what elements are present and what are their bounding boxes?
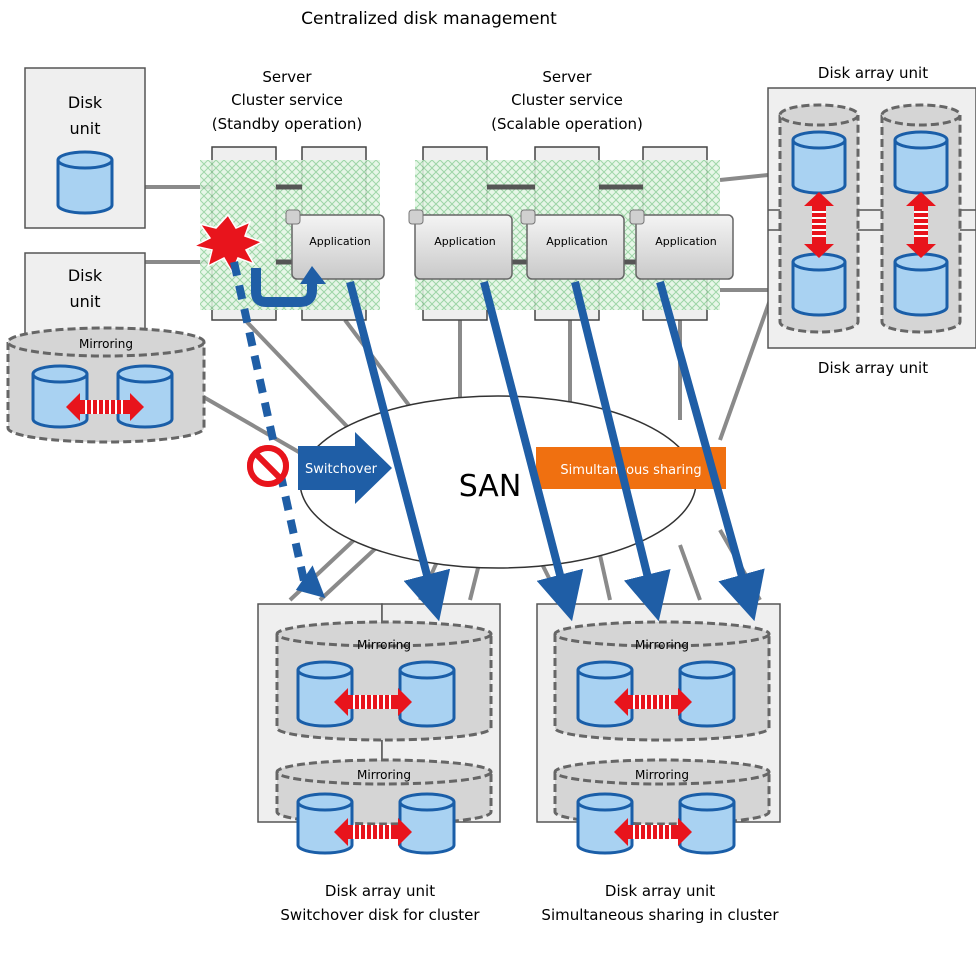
mirroring-label: Mirroring <box>635 638 689 652</box>
disk-unit-label-line2: unit <box>70 119 101 138</box>
application-box-standby: Application <box>285 209 385 280</box>
mirroring-group: Mirroring <box>6 326 206 444</box>
application-label: Application <box>309 235 370 248</box>
mirroring-group-vertical <box>778 103 860 334</box>
mirror-arrow-icon <box>334 688 412 716</box>
disk-cylinder-icon <box>678 660 736 728</box>
disk-cylinder-icon <box>576 660 634 728</box>
disk-unit2-label-line2: unit <box>70 292 101 311</box>
access-arrows <box>346 280 765 622</box>
switchover-label: Switchover <box>305 462 378 477</box>
mirroring-label: Mirroring <box>357 768 411 782</box>
disk-unit-label-line1: Disk <box>68 93 103 112</box>
simultaneous-sharing-badge: Simultaneous sharing <box>536 447 726 489</box>
application-label: Application <box>434 235 495 248</box>
disk-unit2-label-line1: Disk <box>68 266 103 285</box>
caption-switchover: Disk array unit Switchover disk for clus… <box>280 882 480 924</box>
server-standby-line1: Server <box>262 68 312 86</box>
mirroring-group-vertical <box>880 103 962 334</box>
mirror-arrow-icon <box>614 818 692 846</box>
diagram-title: Centralized disk management <box>301 9 557 29</box>
mirror-arrow-icon <box>334 818 412 846</box>
server-scalable-line3: (Scalable operation) <box>491 115 643 133</box>
mirroring-label: Mirroring <box>357 638 411 652</box>
application-label: Application <box>546 235 607 248</box>
server-standby-line2: Cluster service <box>231 91 343 109</box>
disk-array-unit-switchover: Mirroring Mirroring <box>257 603 501 855</box>
disk-cylinder-icon <box>398 660 456 728</box>
mirroring-group: Mirroring <box>275 758 493 855</box>
no-entry-icon-front <box>247 445 289 487</box>
disk-unit-top: Disk unit <box>24 67 146 229</box>
disk-cylinder-icon <box>296 792 354 855</box>
disk-cylinder-icon <box>398 792 456 855</box>
caption-sharing-line1: Disk array unit <box>605 882 715 900</box>
server-scalable-line1: Server <box>542 68 592 86</box>
disk-cylinder-icon <box>791 130 847 195</box>
disk-cylinder-icon <box>31 364 89 429</box>
mirroring-group: Mirroring <box>275 620 493 742</box>
application-box-scalable-1: Application <box>408 209 513 280</box>
disk-array-unit-label-top: Disk array unit <box>818 64 928 82</box>
access-arrow-standby <box>346 280 451 622</box>
disk-cylinder-icon <box>576 792 634 855</box>
disk-cylinder-icon <box>678 792 736 855</box>
simultaneous-sharing-label: Simultaneous sharing <box>560 463 701 478</box>
caption-switchover-line2: Switchover disk for cluster <box>280 906 480 924</box>
disk-unit-mirrored: Disk unit Mirroring <box>6 252 206 444</box>
disk-cylinder-icon <box>893 252 949 317</box>
disk-array-unit-label-bottom: Disk array unit <box>818 359 928 377</box>
mirror-arrow-icon <box>906 192 936 258</box>
server-standby-heading: Server Cluster service (Standby operatio… <box>212 68 363 133</box>
mirroring-label: Mirroring <box>635 768 689 782</box>
caption-sharing: Disk array unit Simultaneous sharing in … <box>541 882 779 924</box>
application-label: Application <box>655 235 716 248</box>
disk-cylinder-icon <box>893 130 949 195</box>
san-label: SAN <box>459 469 522 504</box>
switchover-arrow: Switchover <box>298 432 392 504</box>
server-scalable-line2: Cluster service <box>511 91 623 109</box>
disk-cylinder-icon <box>296 660 354 728</box>
access-arrow-scalable-3 <box>656 280 765 622</box>
server-standby-line3: (Standby operation) <box>212 115 363 133</box>
caption-sharing-line2: Simultaneous sharing in cluster <box>541 906 779 924</box>
application-box-scalable-3: Application <box>629 209 734 280</box>
caption-switchover-line1: Disk array unit <box>325 882 435 900</box>
disk-cylinder-icon <box>791 252 847 317</box>
failover-curve-arrow-icon <box>251 266 326 307</box>
mirroring-group: Mirroring <box>553 620 771 742</box>
disk-array-unit-right: Disk array unit Disk array unit <box>767 64 976 377</box>
application-box-scalable-2: Application <box>520 209 625 280</box>
disk-cylinder-icon <box>56 150 114 215</box>
disk-cylinder-icon <box>116 364 174 429</box>
disk-array-unit-sharing: Mirroring Mirroring <box>536 603 781 855</box>
mirroring-group: Mirroring <box>553 758 771 855</box>
mirror-arrow-icon <box>804 192 834 258</box>
failure-burst-icon <box>191 213 264 274</box>
server-scalable-heading: Server Cluster service (Scalable operati… <box>491 68 643 133</box>
mirror-arrow-icon <box>66 393 144 421</box>
access-arrow-scalable-1 <box>480 280 584 622</box>
mirroring-label: Mirroring <box>79 337 133 351</box>
blocked-access-arrow <box>230 261 326 598</box>
mirror-arrow-icon <box>614 688 692 716</box>
access-arrow-scalable-2 <box>571 281 671 622</box>
